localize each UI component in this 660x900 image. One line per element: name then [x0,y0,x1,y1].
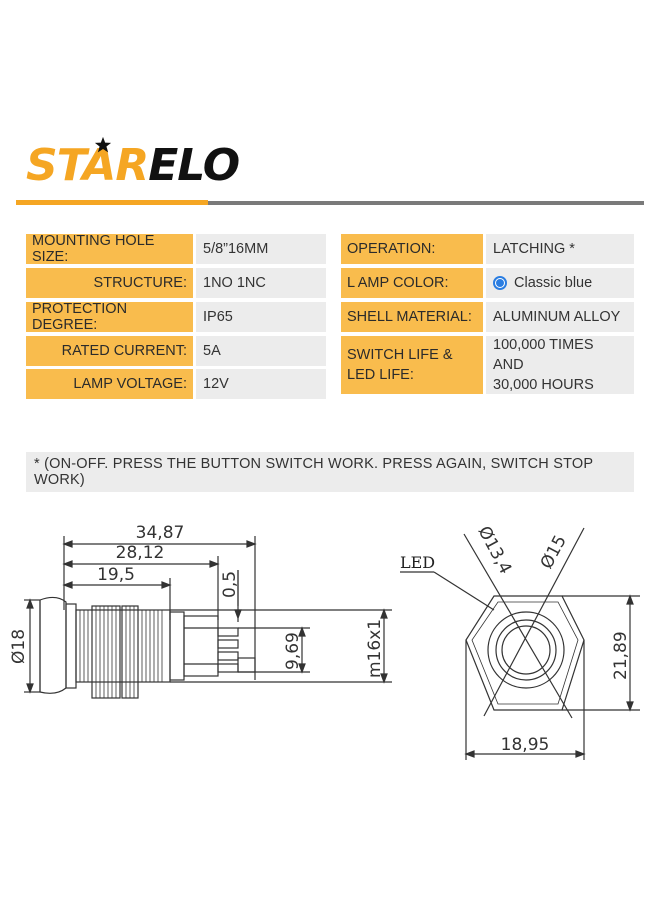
spec-value: 5/8”16MM [196,234,326,264]
logo-text-elo: ELO [148,140,240,191]
spec-value: 1NO 1NC [196,268,326,298]
spec-value: IP65 [196,302,326,332]
spec-value: 12V [196,369,326,399]
spec-label: SHELL MATERIAL: [341,302,483,332]
spec-label: LAMP VOLTAGE: [26,369,193,399]
spec-row-protection-degree: PROTECTION DEGREE: IP65 [26,301,326,333]
spec-row-switch-life: SWITCH LIFE & LED LIFE: 100,000 TIMES AN… [341,336,634,394]
header-rule-accent [16,200,208,205]
spec-label: MOUNTING HOLE SIZE: [26,233,193,265]
spec-row-lamp-voltage: LAMP VOLTAGE: 12V [26,369,326,399]
dim-gap: 0,5 [220,571,240,598]
spec-row-structure: STRUCTURE: 1NO 1NC [26,268,326,298]
logo-text-star: STAR [26,140,149,191]
dim-terminal-height: 9,69 [283,632,303,670]
lamp-color-value: Classic blue [514,275,593,291]
led-label: LED [400,553,435,572]
spec-label: SWITCH LIFE & LED LIFE: [341,336,483,394]
spec-label: STRUCTURE: [26,268,193,298]
spec-value: 100,000 TIMES AND 30,000 HOURS [486,336,634,394]
dim-inner-diameter: Ø13,4 [474,523,516,578]
spec-row-mounting-hole: MOUNTING HOLE SIZE: 5/8”16MM [26,233,326,265]
spec-row-lamp-color: L AMP COLOR: Classic blue [341,268,634,298]
spec-label-line: LED LIFE: [347,367,414,383]
spec-label-line: SWITCH LIFE & [347,347,453,363]
spec-label: PROTECTION DEGREE: [26,301,193,333]
star-icon [94,136,112,153]
spec-value-line: 30,000 HOURS [493,377,594,393]
spec-row-rated-current: RATED CURRENT: 5A [26,336,326,366]
dim-head-diameter: Ø18 [9,629,29,664]
spec-row-operation: OPERATION: LATCHING * [341,234,634,264]
dim-thread-spec: m16x1 [365,619,385,678]
technical-drawing: 34,87 28,12 19,5 0,5 Ø18 9,69 m16x1 LED … [9,523,640,760]
blue-circle-icon [493,276,507,290]
dim-total-length: 34,87 [136,523,185,543]
header-rule [208,201,644,205]
spec-row-shell-material: SHELL MATERIAL: ALUMINUM ALLOY [341,302,634,332]
spec-value: 5A [196,336,326,366]
spec-label: RATED CURRENT: [26,336,193,366]
spec-value: Classic blue [486,268,634,298]
starelo-logo: STARELO [26,136,240,192]
spec-value: LATCHING * [486,234,634,264]
dim-outer-diameter: Ø15 [537,532,571,572]
dim-hex-height: 21,89 [611,631,631,680]
dim-thread-length: 19,5 [97,565,135,585]
operation-note: * (ON-OFF. PRESS THE BUTTON SWITCH WORK.… [26,452,634,492]
spec-label: OPERATION: [341,234,483,264]
dim-body-length: 28,12 [116,543,165,563]
spec-value-line: 100,000 TIMES AND [493,337,594,373]
spec-label: L AMP COLOR: [341,268,483,298]
spec-value: ALUMINUM ALLOY [486,302,634,332]
dim-hex-width: 18,95 [501,735,550,755]
